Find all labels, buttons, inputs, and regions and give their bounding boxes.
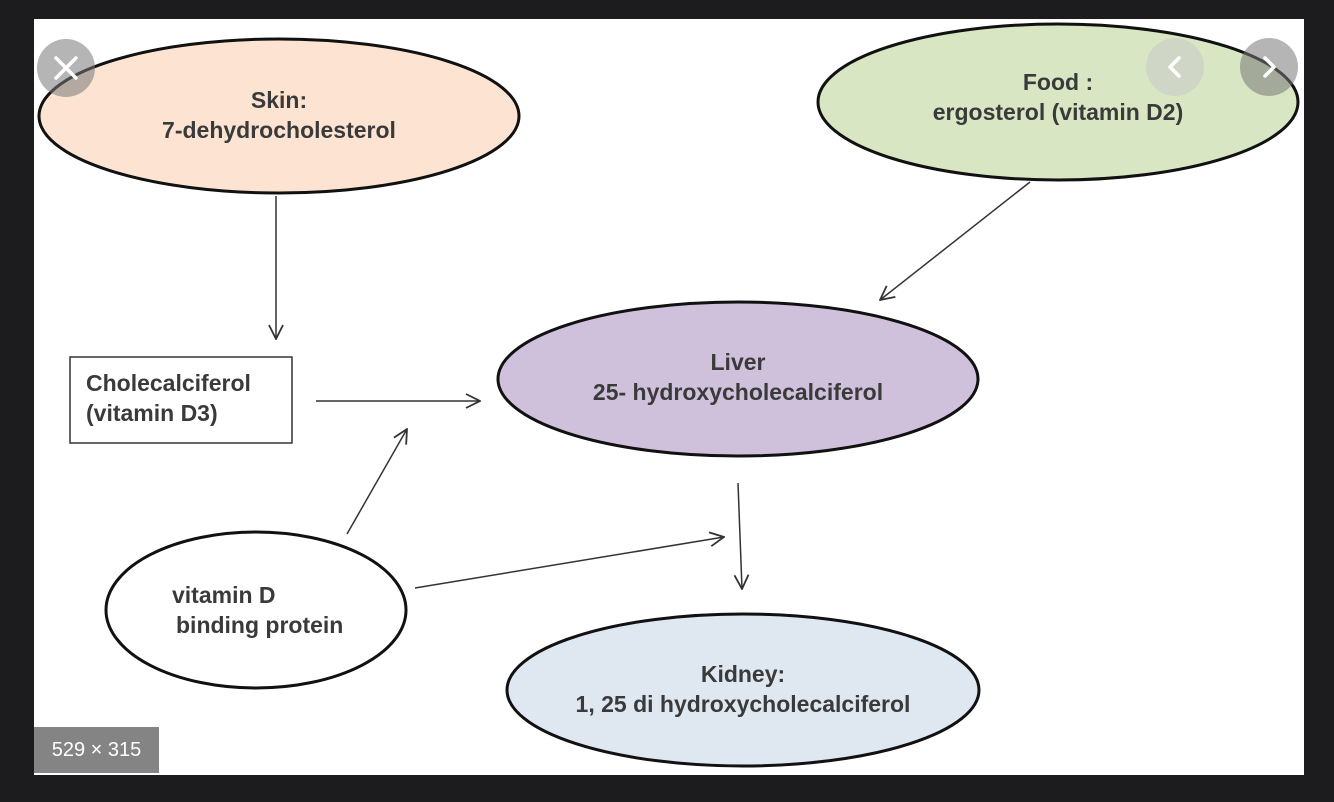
food-title: Food : [1022, 69, 1094, 95]
liver-node-shape [496, 300, 980, 458]
cholecalciferol-label: Cholecalciferol (vitamin D3) [86, 368, 251, 428]
arrow-food-to-liver [880, 181, 1031, 300]
skin-label: Skin: 7-dehydrocholesterol [129, 85, 429, 145]
kidney-label: Kidney: 1, 25 di hydroxycholecalciferol [553, 659, 933, 719]
arrow-binding-to-liver [346, 429, 407, 535]
binding-protein-label: vitamin D binding protein [172, 580, 343, 640]
image-dimensions-badge: 529 × 315 [34, 727, 159, 773]
binding-protein-node-shape [104, 530, 408, 690]
next-image-button[interactable] [1240, 38, 1298, 96]
skin-title: Skin: [250, 87, 308, 113]
binding-protein-line1: vitamin D [172, 582, 276, 608]
cholecalciferol-subtitle: (vitamin D3) [86, 400, 218, 426]
liver-title: Liver [710, 349, 766, 375]
close-button[interactable] [37, 39, 95, 97]
cholecalciferol-title: Cholecalciferol [86, 370, 251, 396]
chevron-left-icon [1168, 56, 1181, 78]
food-substance: ergosterol (vitamin D2) [932, 99, 1184, 125]
kidney-title: Kidney: [700, 661, 786, 687]
chevron-right-icon [1263, 56, 1276, 78]
previous-image-button[interactable] [1146, 38, 1204, 96]
close-icon [54, 56, 78, 80]
skin-node-shape [37, 37, 521, 195]
skin-substance: 7-dehydrocholesterol [162, 117, 396, 143]
binding-protein-line2: binding protein [176, 612, 344, 638]
diagram-image: Skin: 7-dehydrocholesterol Food : ergost… [34, 19, 1304, 775]
arrow-binding-to-kidney-path [414, 537, 724, 589]
liver-label: Liver 25- hydroxycholecalciferol [563, 347, 913, 407]
kidney-substance: 1, 25 di hydroxycholecalciferol [575, 691, 911, 717]
cholecalciferol-box [69, 356, 293, 444]
liver-substance: 25- hydroxycholecalciferol [592, 379, 884, 405]
diagram-canvas [37, 22, 1300, 768]
kidney-node-shape [505, 612, 981, 768]
food-label: Food : ergosterol (vitamin D2) [898, 67, 1218, 127]
arrow-liver-to-kidney [738, 482, 742, 589]
